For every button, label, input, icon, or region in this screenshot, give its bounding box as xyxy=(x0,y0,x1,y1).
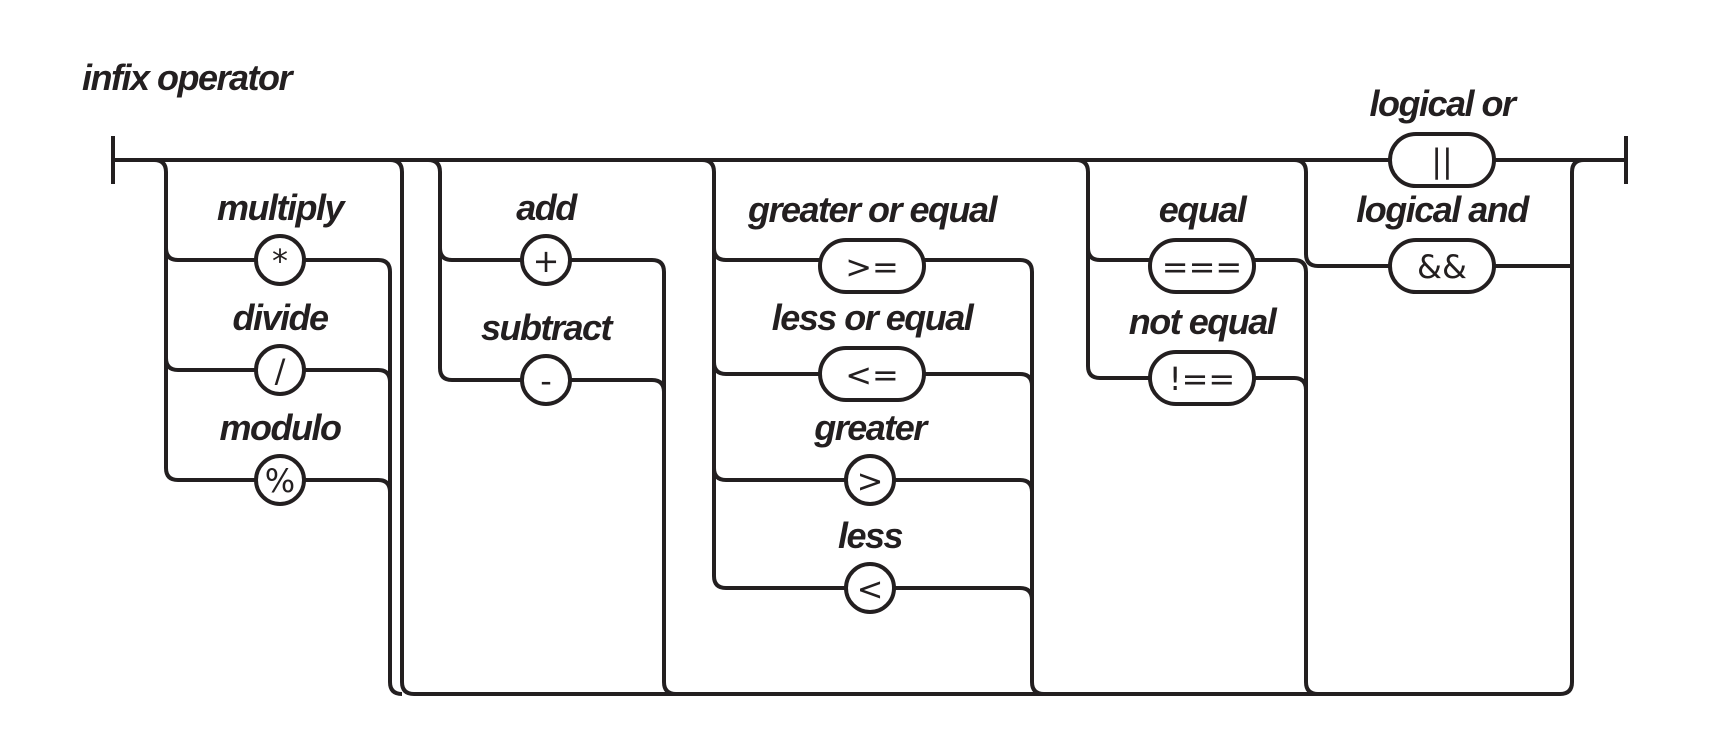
rel-branch-3 xyxy=(712,467,846,482)
less-or-equal-node xyxy=(818,346,926,402)
mult-join-2 xyxy=(304,368,392,383)
greater-or-equal-node xyxy=(818,238,926,294)
subtract-node xyxy=(520,354,572,406)
subtract-label: subtract xyxy=(481,307,615,348)
rel-branch-left xyxy=(701,158,846,590)
logical-and-label: logical and xyxy=(1356,189,1530,230)
mult-branch-1 xyxy=(164,247,256,262)
modulo-label: modulo xyxy=(220,407,341,448)
less-node xyxy=(844,562,896,614)
rails xyxy=(111,136,1628,696)
less-or-equal-symbol: <= xyxy=(845,356,899,394)
eq-branch-1 xyxy=(1086,247,1150,262)
eq-branch-right xyxy=(1254,258,1319,696)
add-label: add xyxy=(516,187,578,228)
logical-and-symbol: && xyxy=(1417,248,1467,286)
add-node xyxy=(520,234,572,286)
greater-label: greater xyxy=(813,407,929,448)
logical-or-node xyxy=(1388,132,1496,188)
logical-or-symbol: || xyxy=(1431,142,1453,180)
greater-node xyxy=(844,454,896,506)
greater-or-equal-label: greater or equal xyxy=(747,189,999,230)
greater-or-equal-symbol: >= xyxy=(845,248,899,286)
diagram-title: infix operator xyxy=(82,57,295,98)
logic-branch-left xyxy=(1293,158,1390,268)
eq-join-2 xyxy=(1254,376,1308,391)
multiply-label: multiply xyxy=(217,187,346,228)
add-join-2 xyxy=(570,378,666,393)
greater-symbol: > xyxy=(857,462,884,500)
add-branch-right xyxy=(570,258,677,696)
operator-nodes: * /% + - >= <= > < === !== || && xyxy=(254,132,1496,614)
mult-join-3 xyxy=(304,478,392,493)
divide-symbol: / xyxy=(275,352,286,390)
equal-node xyxy=(1148,238,1256,294)
less-or-equal-label: less or equal xyxy=(772,297,975,338)
multiply-node xyxy=(254,234,306,286)
add-symbol: + xyxy=(533,242,560,280)
add-branch-1 xyxy=(438,247,522,262)
logical-and-node xyxy=(1388,238,1496,294)
mult-branch-right xyxy=(304,258,403,696)
mult-branch-left xyxy=(153,158,256,482)
divide-node xyxy=(254,344,306,396)
not-equal-symbol: !== xyxy=(1169,360,1235,398)
rel-branch-1 xyxy=(712,247,820,262)
rel-branch-right xyxy=(924,258,1045,696)
equal-symbol: === xyxy=(1162,248,1242,286)
less-symbol: < xyxy=(857,570,884,608)
rel-join-3 xyxy=(894,478,1034,493)
rel-join-2 xyxy=(924,372,1034,387)
divide-label: divide xyxy=(232,297,329,338)
modulo-symbol: % xyxy=(265,462,295,500)
logical-or-label: logical or xyxy=(1369,83,1518,124)
multiply-symbol: * xyxy=(272,242,288,280)
eq-branch-left xyxy=(1075,158,1150,380)
equal-label: equal xyxy=(1159,189,1248,230)
rel-branch-2 xyxy=(712,361,820,376)
return-rail xyxy=(400,158,1585,696)
subtract-symbol: - xyxy=(540,362,552,400)
rel-join-4 xyxy=(894,586,1034,601)
modulo-node xyxy=(254,454,306,506)
less-label: less xyxy=(838,515,903,556)
return-entry xyxy=(389,158,404,173)
not-equal-node xyxy=(1148,350,1256,406)
operator-labels: multiply divide modulo add subtract greater o… xyxy=(217,83,1532,556)
not-equal-label: not equal xyxy=(1129,301,1278,342)
add-branch-left xyxy=(427,158,522,382)
mult-branch-2 xyxy=(164,357,256,372)
